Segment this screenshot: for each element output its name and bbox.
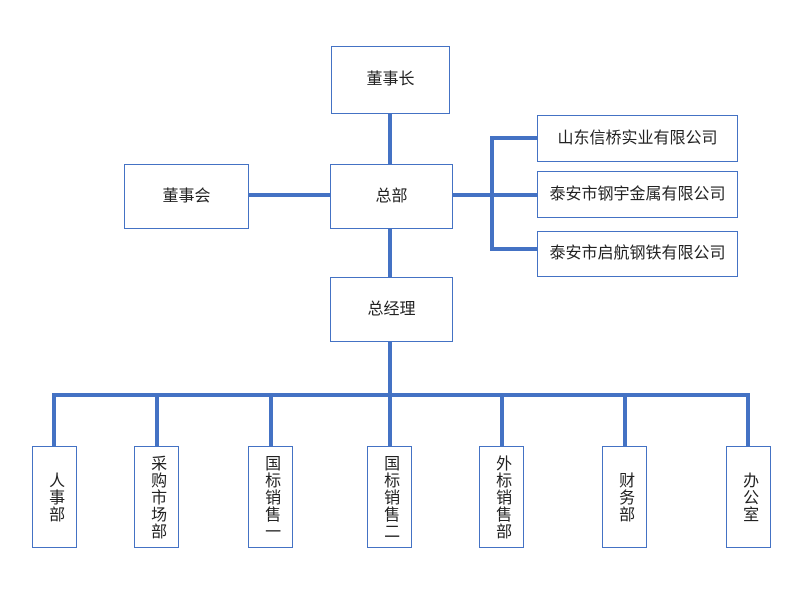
connector-board-headquarters bbox=[249, 193, 330, 197]
node-general-manager-label: 总经理 bbox=[367, 300, 416, 318]
node-dept-office-label: 办公室 bbox=[740, 471, 758, 523]
connector-drop-dept-domestic-sales-1 bbox=[269, 393, 273, 446]
node-dept-office: 办公室 bbox=[726, 446, 771, 548]
node-company-shandong-xinqiao: 山东信桥实业有限公司 bbox=[537, 115, 738, 162]
connector-stub-company-shandong-xinqiao bbox=[490, 136, 537, 140]
node-board-of-directors: 董事会 bbox=[124, 164, 249, 229]
node-dept-hr-label: 人事部 bbox=[46, 471, 64, 523]
node-chairman: 董事长 bbox=[331, 46, 450, 114]
connector-drop-dept-finance bbox=[623, 393, 627, 446]
connector-headquarters-general-manager bbox=[388, 229, 392, 277]
node-chairman-label: 董事长 bbox=[366, 71, 415, 89]
node-dept-purchasing-market-label: 采购市场部 bbox=[148, 454, 166, 540]
node-company-taian-gangyu: 泰安市钢宇金属有限公司 bbox=[537, 171, 738, 218]
node-headquarters: 总部 bbox=[330, 164, 453, 229]
node-dept-purchasing-market: 采购市场部 bbox=[134, 446, 179, 548]
connector-drop-dept-hr bbox=[52, 393, 56, 446]
node-dept-external-sales-label: 外标销售部 bbox=[493, 454, 511, 540]
node-dept-domestic-sales-1: 国标销售一 bbox=[248, 446, 293, 548]
node-company-taian-qihang-label: 泰安市启航钢铁有限公司 bbox=[549, 245, 726, 263]
node-dept-hr: 人事部 bbox=[32, 446, 77, 548]
node-dept-domestic-sales-1-label: 国标销售一 bbox=[262, 454, 280, 540]
connector-companies-trunk-vertical bbox=[490, 136, 494, 251]
node-dept-finance: 财务部 bbox=[602, 446, 647, 548]
node-board-of-directors-label: 董事会 bbox=[162, 187, 211, 205]
node-company-taian-qihang: 泰安市启航钢铁有限公司 bbox=[537, 231, 738, 277]
node-dept-finance-label: 财务部 bbox=[616, 471, 634, 523]
node-company-shandong-xinqiao-label: 山东信桥实业有限公司 bbox=[557, 129, 718, 147]
connector-headquarters-companies-trunk-horizontal bbox=[453, 193, 537, 197]
node-general-manager: 总经理 bbox=[330, 277, 453, 342]
connector-drop-dept-external-sales bbox=[500, 393, 504, 446]
node-headquarters-label: 总部 bbox=[375, 187, 408, 205]
connector-chairman-headquarters bbox=[388, 114, 392, 164]
node-dept-external-sales: 外标销售部 bbox=[479, 446, 524, 548]
connector-drop-dept-purchasing-market bbox=[155, 393, 159, 446]
node-dept-domestic-sales-2: 国标销售二 bbox=[367, 446, 412, 548]
connector-drop-dept-office bbox=[746, 393, 750, 446]
connector-departments-bus-horizontal bbox=[52, 393, 750, 397]
connector-stub-company-taian-qihang bbox=[490, 247, 537, 251]
node-dept-domestic-sales-2-label: 国标销售二 bbox=[381, 454, 399, 540]
node-company-taian-gangyu-label: 泰安市钢宇金属有限公司 bbox=[549, 185, 726, 203]
